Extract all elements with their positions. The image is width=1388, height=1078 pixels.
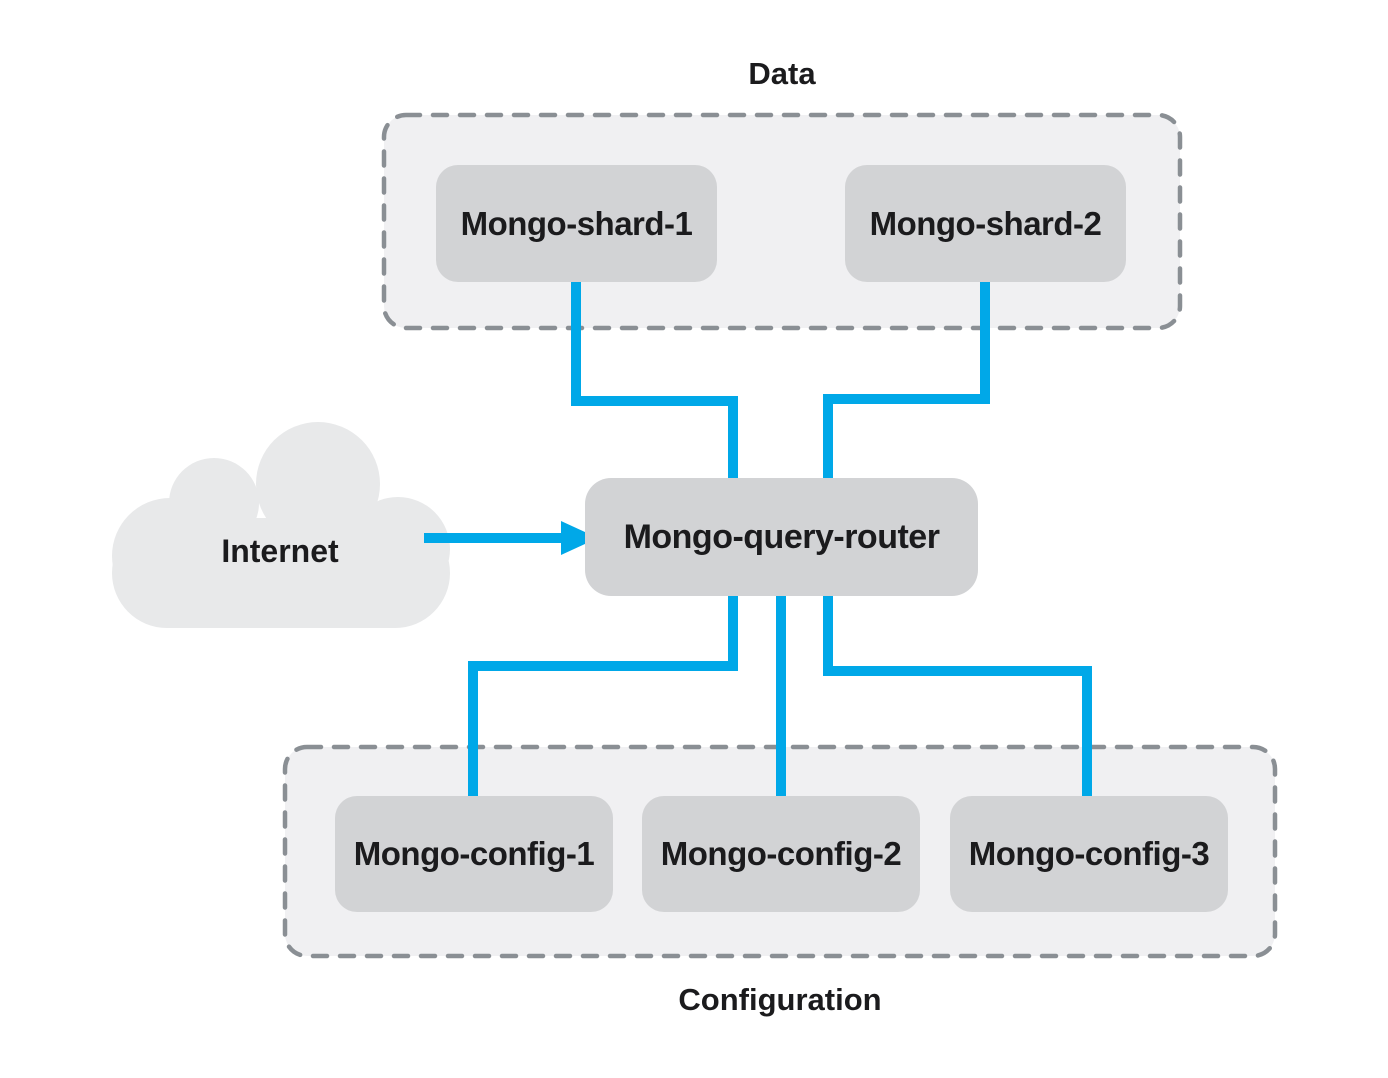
node-mongo-config-2: Mongo-config-2 [642,796,920,912]
internet-to-router-arrow-icon [424,521,598,555]
node-label: Mongo-config-1 [353,835,595,872]
connector-router-to-config1 [468,594,738,799]
node-mongo-config-3: Mongo-config-3 [950,796,1228,912]
node-label: Mongo-shard-1 [460,204,693,242]
configuration-group-label: Configuration [678,982,882,1017]
node-label: Mongo-config-2 [660,835,902,872]
data-group-label: Data [748,56,816,91]
node-mongo-config-1: Mongo-config-1 [335,796,613,912]
node-label: Mongo-shard-2 [869,204,1102,242]
node-label: Mongo-config-3 [968,835,1210,872]
node-mongo-shard-1: Mongo-shard-1 [436,165,717,282]
internet-cloud-icon [112,422,450,628]
internet-cloud-label: Internet [221,533,339,569]
connector-router-to-config3 [823,594,1092,799]
connector-shard1-to-router [571,280,738,481]
node-mongo-shard-2: Mongo-shard-2 [845,165,1126,282]
node-label: Mongo-query-router [623,517,940,556]
connector-shard2-to-router [823,280,990,481]
node-mongo-query-router: Mongo-query-router [585,478,978,596]
